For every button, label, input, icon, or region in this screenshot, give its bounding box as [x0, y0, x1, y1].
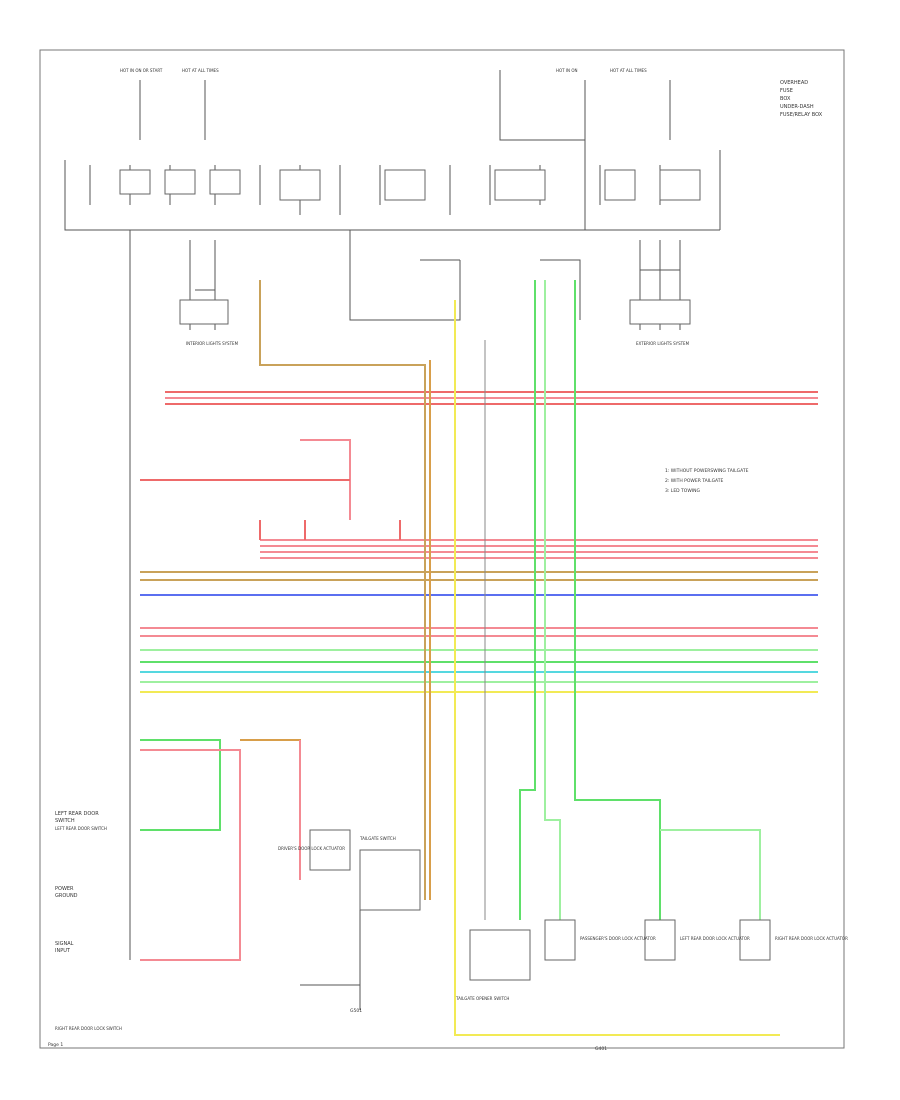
left-label-5: SIGNAL [55, 941, 74, 947]
interior-lights-label: INTERIOR LIGHTS SYSTEM [186, 341, 239, 346]
ground-label-g401: G401 [595, 1046, 607, 1052]
light-systems: INTERIOR LIGHTS SYSTEM EXTERIOR LIGHTS S… [129, 230, 691, 960]
left-side-labels: LEFT REAR DOOR SWITCH POWER GROUND SIGNA… [55, 811, 99, 954]
component-label-8: RIGHT REAR DOOR LOCK ACTUATOR [775, 936, 848, 941]
left-label-6: INPUT [55, 948, 71, 954]
top-fuse-labels: HOT IN ON OR START HOT AT ALL TIMES HOT … [120, 68, 647, 73]
component-label-5: TAILGATE OPENER SWITCH [455, 996, 509, 1001]
fuse-label-4: HOT AT ALL TIMES [610, 68, 647, 73]
lower-components [300, 829, 771, 1010]
left-label-2: SWITCH [55, 818, 75, 824]
ground-label-g501: G501 [350, 1008, 362, 1014]
component-label-2: LEFT REAR DOOR SWITCH [55, 826, 107, 831]
component-labels: DRIVER'S DOOR LOCK ACTUATOR LEFT REAR DO… [55, 826, 848, 1031]
component-label-4: TAILGATE SWITCH [359, 836, 396, 841]
component-label-1: DRIVER'S DOOR LOCK ACTUATOR [278, 846, 345, 851]
left-label-3: POWER [55, 886, 74, 892]
relay-blocks [119, 169, 701, 201]
component-label-7: LEFT REAR DOOR LOCK ACTUATOR [680, 936, 750, 941]
top-fuse-wiring [64, 70, 721, 231]
note-line-1: OVERHEAD [780, 80, 808, 86]
branch-wires [140, 280, 780, 1036]
legend-item-3: 3: LED TOWING [665, 488, 700, 494]
left-rear-door-label: LEFT REAR DOOR [55, 811, 99, 817]
legend-item-2: 2: WITH POWER TAILGATE [665, 478, 724, 484]
left-label-4: GROUND [55, 893, 78, 899]
ground-labels: G501 G401 Page 1 [48, 1008, 607, 1052]
exterior-lights-label: EXTERIOR LIGHTS SYSTEM [636, 341, 690, 346]
note-line-5: FUSE/RELAY BOX [780, 112, 823, 118]
fuse-box-note: OVERHEAD FUSE BOX UNDER-DASH FUSE/RELAY … [780, 80, 823, 118]
note-line-3: BOX [780, 96, 791, 102]
legend: 1: WITHOUT POWERSWING TAILGATE 2: WITH P… [665, 468, 749, 494]
fuse-label-1: HOT IN ON OR START [120, 68, 163, 73]
fuse-label-2: HOT AT ALL TIMES [182, 68, 219, 73]
fuse-label-3: HOT IN ON [556, 68, 577, 73]
diagram-frame [39, 49, 845, 1049]
component-label-6: PASSENGER'S DOOR LOCK ACTUATOR [580, 936, 656, 941]
note-line-4: UNDER-DASH [780, 104, 814, 110]
legend-item-1: 1: WITHOUT POWERSWING TAILGATE [665, 468, 749, 474]
page-reference: Page 1 [48, 1042, 63, 1048]
wire-buses [140, 391, 818, 693]
note-line-2: FUSE [780, 88, 793, 94]
component-label-3: RIGHT REAR DOOR LOCK SWITCH [55, 1026, 122, 1031]
